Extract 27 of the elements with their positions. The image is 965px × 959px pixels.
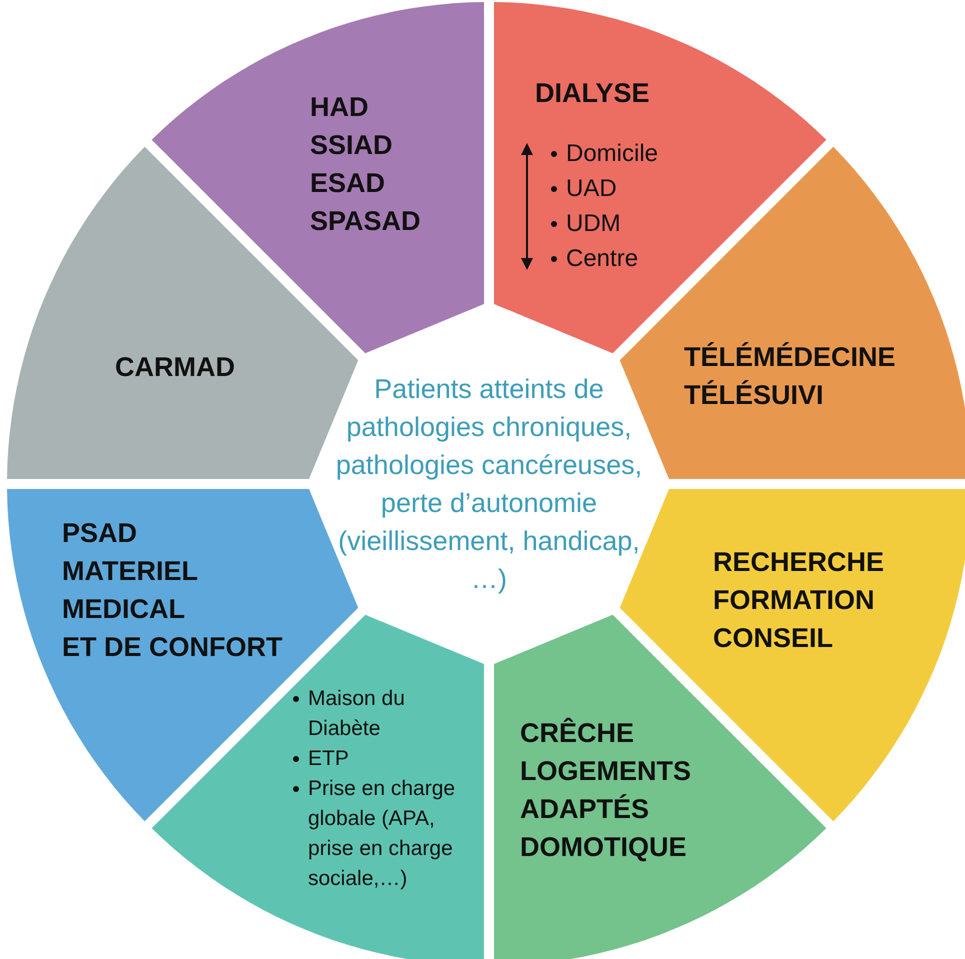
segment-heading: CRÊCHE — [520, 716, 636, 750]
segment-heading: TÉLÉSUIVI — [684, 379, 825, 412]
list-item: Prise en charge globale (APA, prise en charge sociale,…) — [290, 774, 482, 894]
segment-heading: FORMATION — [713, 584, 876, 617]
segment-heading: ESAD — [310, 167, 386, 200]
segment-heading: DOMOTIQUE — [520, 831, 688, 864]
segment-heading: MATERIEL — [62, 555, 199, 588]
list-item: ETP — [290, 744, 482, 774]
segment-heading: DIALYSE — [535, 77, 650, 110]
segment-heading: ET DE CONFORT — [62, 631, 282, 664]
segment-heading: SSIAD — [310, 129, 394, 162]
segment-heading: HAD — [310, 91, 370, 124]
segment-heading: CARMAD — [115, 351, 235, 384]
list-item: Centre — [548, 241, 658, 276]
segment-heading: ADAPTÉS — [520, 793, 650, 826]
list-item: UDM — [548, 206, 658, 241]
segment-heading: LOGEMENTS — [520, 755, 692, 788]
segment-heading: TÉLÉMÉDECINE — [684, 341, 896, 374]
center-text: Patients atteints de pathologies chroniques, pathologies cancéreuses, perte d’autonomie (vieillissement, handicap, …) — [334, 373, 644, 596]
segment-heading: PSAD — [62, 517, 138, 550]
segment-heading: MEDICAL — [62, 593, 186, 626]
list-item: Domicile — [548, 136, 658, 171]
list-item: Maison du Diabète — [290, 684, 482, 744]
segment-heading: CONSEIL — [713, 622, 834, 655]
segment-heading: SPASAD — [310, 205, 421, 238]
list-item: UAD — [548, 171, 658, 206]
segment-heading: RECHERCHE — [713, 546, 884, 579]
